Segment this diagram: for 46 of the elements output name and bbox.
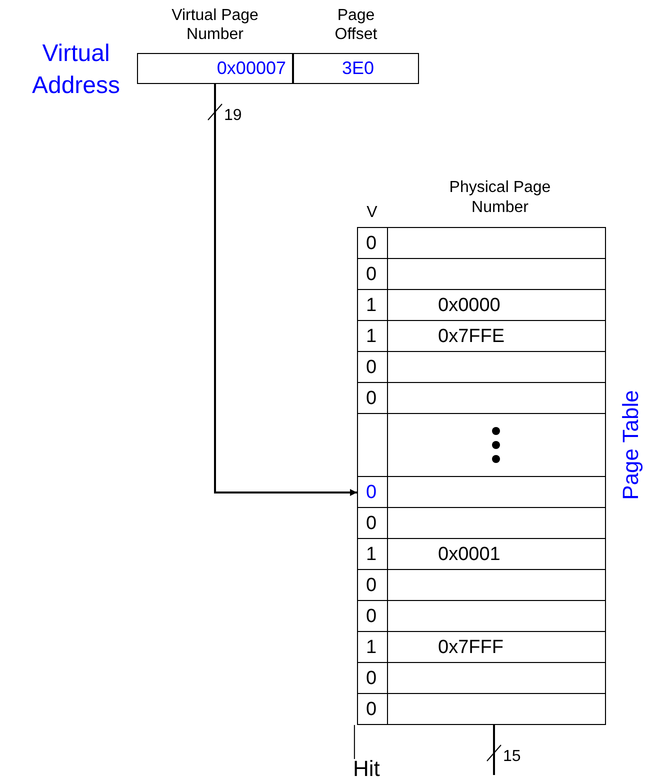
page-number: 0x0000: [438, 296, 500, 316]
valid-bit: 0: [366, 483, 377, 503]
page-number: 0x7FFE: [438, 327, 505, 347]
table-row: [358, 601, 605, 632]
table-title: Page Table: [618, 390, 644, 500]
column-header: Physical Page Number: [448, 178, 552, 218]
table-row: [358, 570, 605, 601]
table-row: [358, 352, 605, 383]
table-row: [358, 228, 605, 259]
valid-bit: 0: [366, 576, 377, 596]
page-number: 0x7FFF: [438, 638, 504, 658]
page-number: 0x0001: [438, 545, 500, 565]
connector-line: [354, 724, 355, 760]
valid-bit: 0: [366, 234, 377, 254]
table-row: [358, 508, 605, 539]
valid-bit: 0: [366, 700, 377, 720]
valid-bit: 0: [366, 265, 377, 285]
table-row: [358, 259, 605, 290]
field-heading: Virtual Page Number: [170, 6, 260, 44]
table-row: [358, 383, 605, 414]
valid-bit: 0: [366, 358, 377, 378]
table-row: [358, 321, 605, 352]
column-header: V: [366, 204, 378, 222]
table-row: [358, 632, 605, 663]
valid-bit: 0: [366, 669, 377, 689]
valid-bit: 0: [366, 514, 377, 534]
table-row: [358, 477, 605, 508]
table-row: [358, 414, 605, 477]
valid-bit: 0: [366, 389, 377, 409]
field-heading: Page Offset: [334, 6, 378, 44]
signal-label: Hit: [353, 756, 380, 782]
valid-bit: 1: [366, 296, 377, 316]
table-row: [358, 290, 605, 321]
valid-bit: 0: [366, 607, 377, 627]
valid-bit: 1: [366, 638, 377, 658]
edge-label: 19: [224, 107, 242, 125]
arrow: [214, 84, 357, 496]
table-row: [358, 539, 605, 570]
connector-line: [493, 725, 495, 775]
table-row: [358, 663, 605, 694]
valid-bit: 1: [366, 327, 377, 347]
register-field: 3E0: [293, 53, 419, 84]
valid-bit: 1: [366, 545, 377, 565]
register-field: 0x00007: [137, 53, 293, 84]
edge-label: 15: [503, 748, 521, 766]
register-label: Virtual Address: [30, 39, 122, 101]
